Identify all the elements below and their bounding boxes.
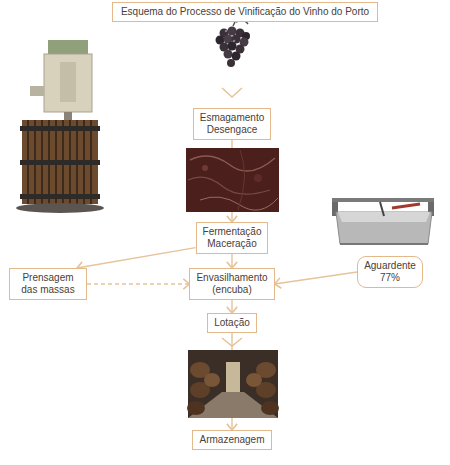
fermentation-photo <box>186 148 279 212</box>
diagram-title: Esquema do Processo de Vinificação do Vi… <box>121 6 369 17</box>
process-box: Prensagem das massas <box>9 268 87 300</box>
flow-arrow <box>227 254 237 268</box>
process-box: Fermentação Maceração <box>196 222 269 254</box>
flow-arrow <box>87 279 189 289</box>
flow-line <box>77 248 196 268</box>
cellar-photo <box>187 350 279 418</box>
process-box: Armazenagem <box>192 430 271 450</box>
flow-line <box>275 272 358 284</box>
flow-arrow <box>77 248 196 272</box>
flow-line <box>87 283 189 284</box>
flow-line <box>231 254 232 268</box>
grape-illustration <box>216 20 251 67</box>
node-text: Fermentação Maceração <box>203 226 262 250</box>
title-box: Esquema do Processo de Vinificação do Vi… <box>112 2 378 22</box>
chevron <box>222 338 242 346</box>
node-text: Prensagem das massas <box>16 272 80 296</box>
flow-line <box>231 300 232 313</box>
node-text: Envasilhamento (encuba) <box>196 272 267 296</box>
process-box: Esmagamento Desengace <box>193 108 271 140</box>
brandy-tank <box>332 198 434 244</box>
wine-press <box>16 40 104 213</box>
flow-arrow <box>227 300 237 313</box>
process-box: Lotação <box>207 313 257 333</box>
input-box: Aguardente 77% <box>357 256 423 288</box>
chevron <box>222 88 242 97</box>
node-text: Armazenagem <box>199 434 264 446</box>
flow-arrow <box>275 272 358 288</box>
node-text: Esmagamento Desengace <box>200 112 264 136</box>
process-box: Envasilhamento (encuba) <box>189 268 274 300</box>
node-text: Lotação <box>214 317 250 329</box>
arrow-head <box>275 278 282 288</box>
node-text: Aguardente 77% <box>364 260 416 284</box>
